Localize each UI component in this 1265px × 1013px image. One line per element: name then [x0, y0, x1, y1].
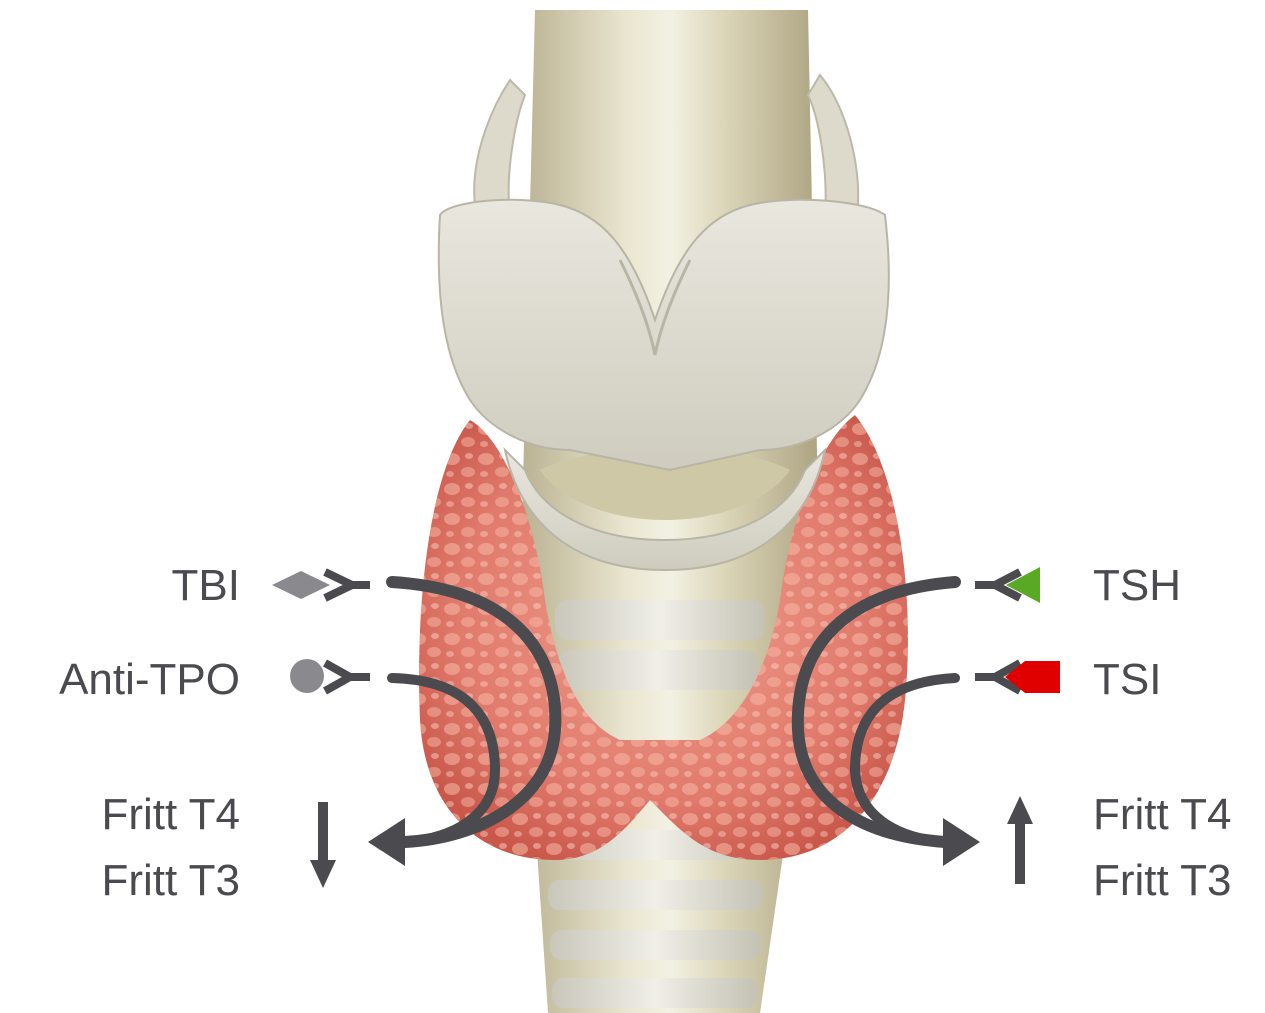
tsi-label: TSI	[1093, 654, 1161, 706]
tsh-marker	[975, 567, 1040, 603]
tsh-label: TSH	[1093, 560, 1181, 612]
tsi-marker	[975, 661, 1060, 693]
tbi-marker	[272, 571, 370, 599]
anti-tpo-marker	[290, 659, 370, 693]
left-arrowhead	[368, 818, 405, 866]
circle-icon	[290, 659, 324, 693]
left-free-t4-label: Fritt T4	[101, 789, 240, 841]
tbi-receptor	[325, 572, 370, 598]
arrow-up-icon	[1007, 796, 1033, 884]
right-free-t4-label: Fritt T4	[1093, 789, 1232, 841]
right-free-t3-label: Fritt T3	[1093, 855, 1232, 907]
left-free-t3-label: Fritt T3	[101, 855, 240, 907]
arrow-down-icon	[310, 802, 336, 888]
anti-tpo-receptor	[325, 663, 370, 691]
anti-tpo-label: Anti-TPO	[59, 654, 240, 706]
tbi-label: TBI	[172, 560, 240, 612]
diamond-icon	[272, 571, 330, 599]
right-arrowhead	[943, 818, 980, 866]
